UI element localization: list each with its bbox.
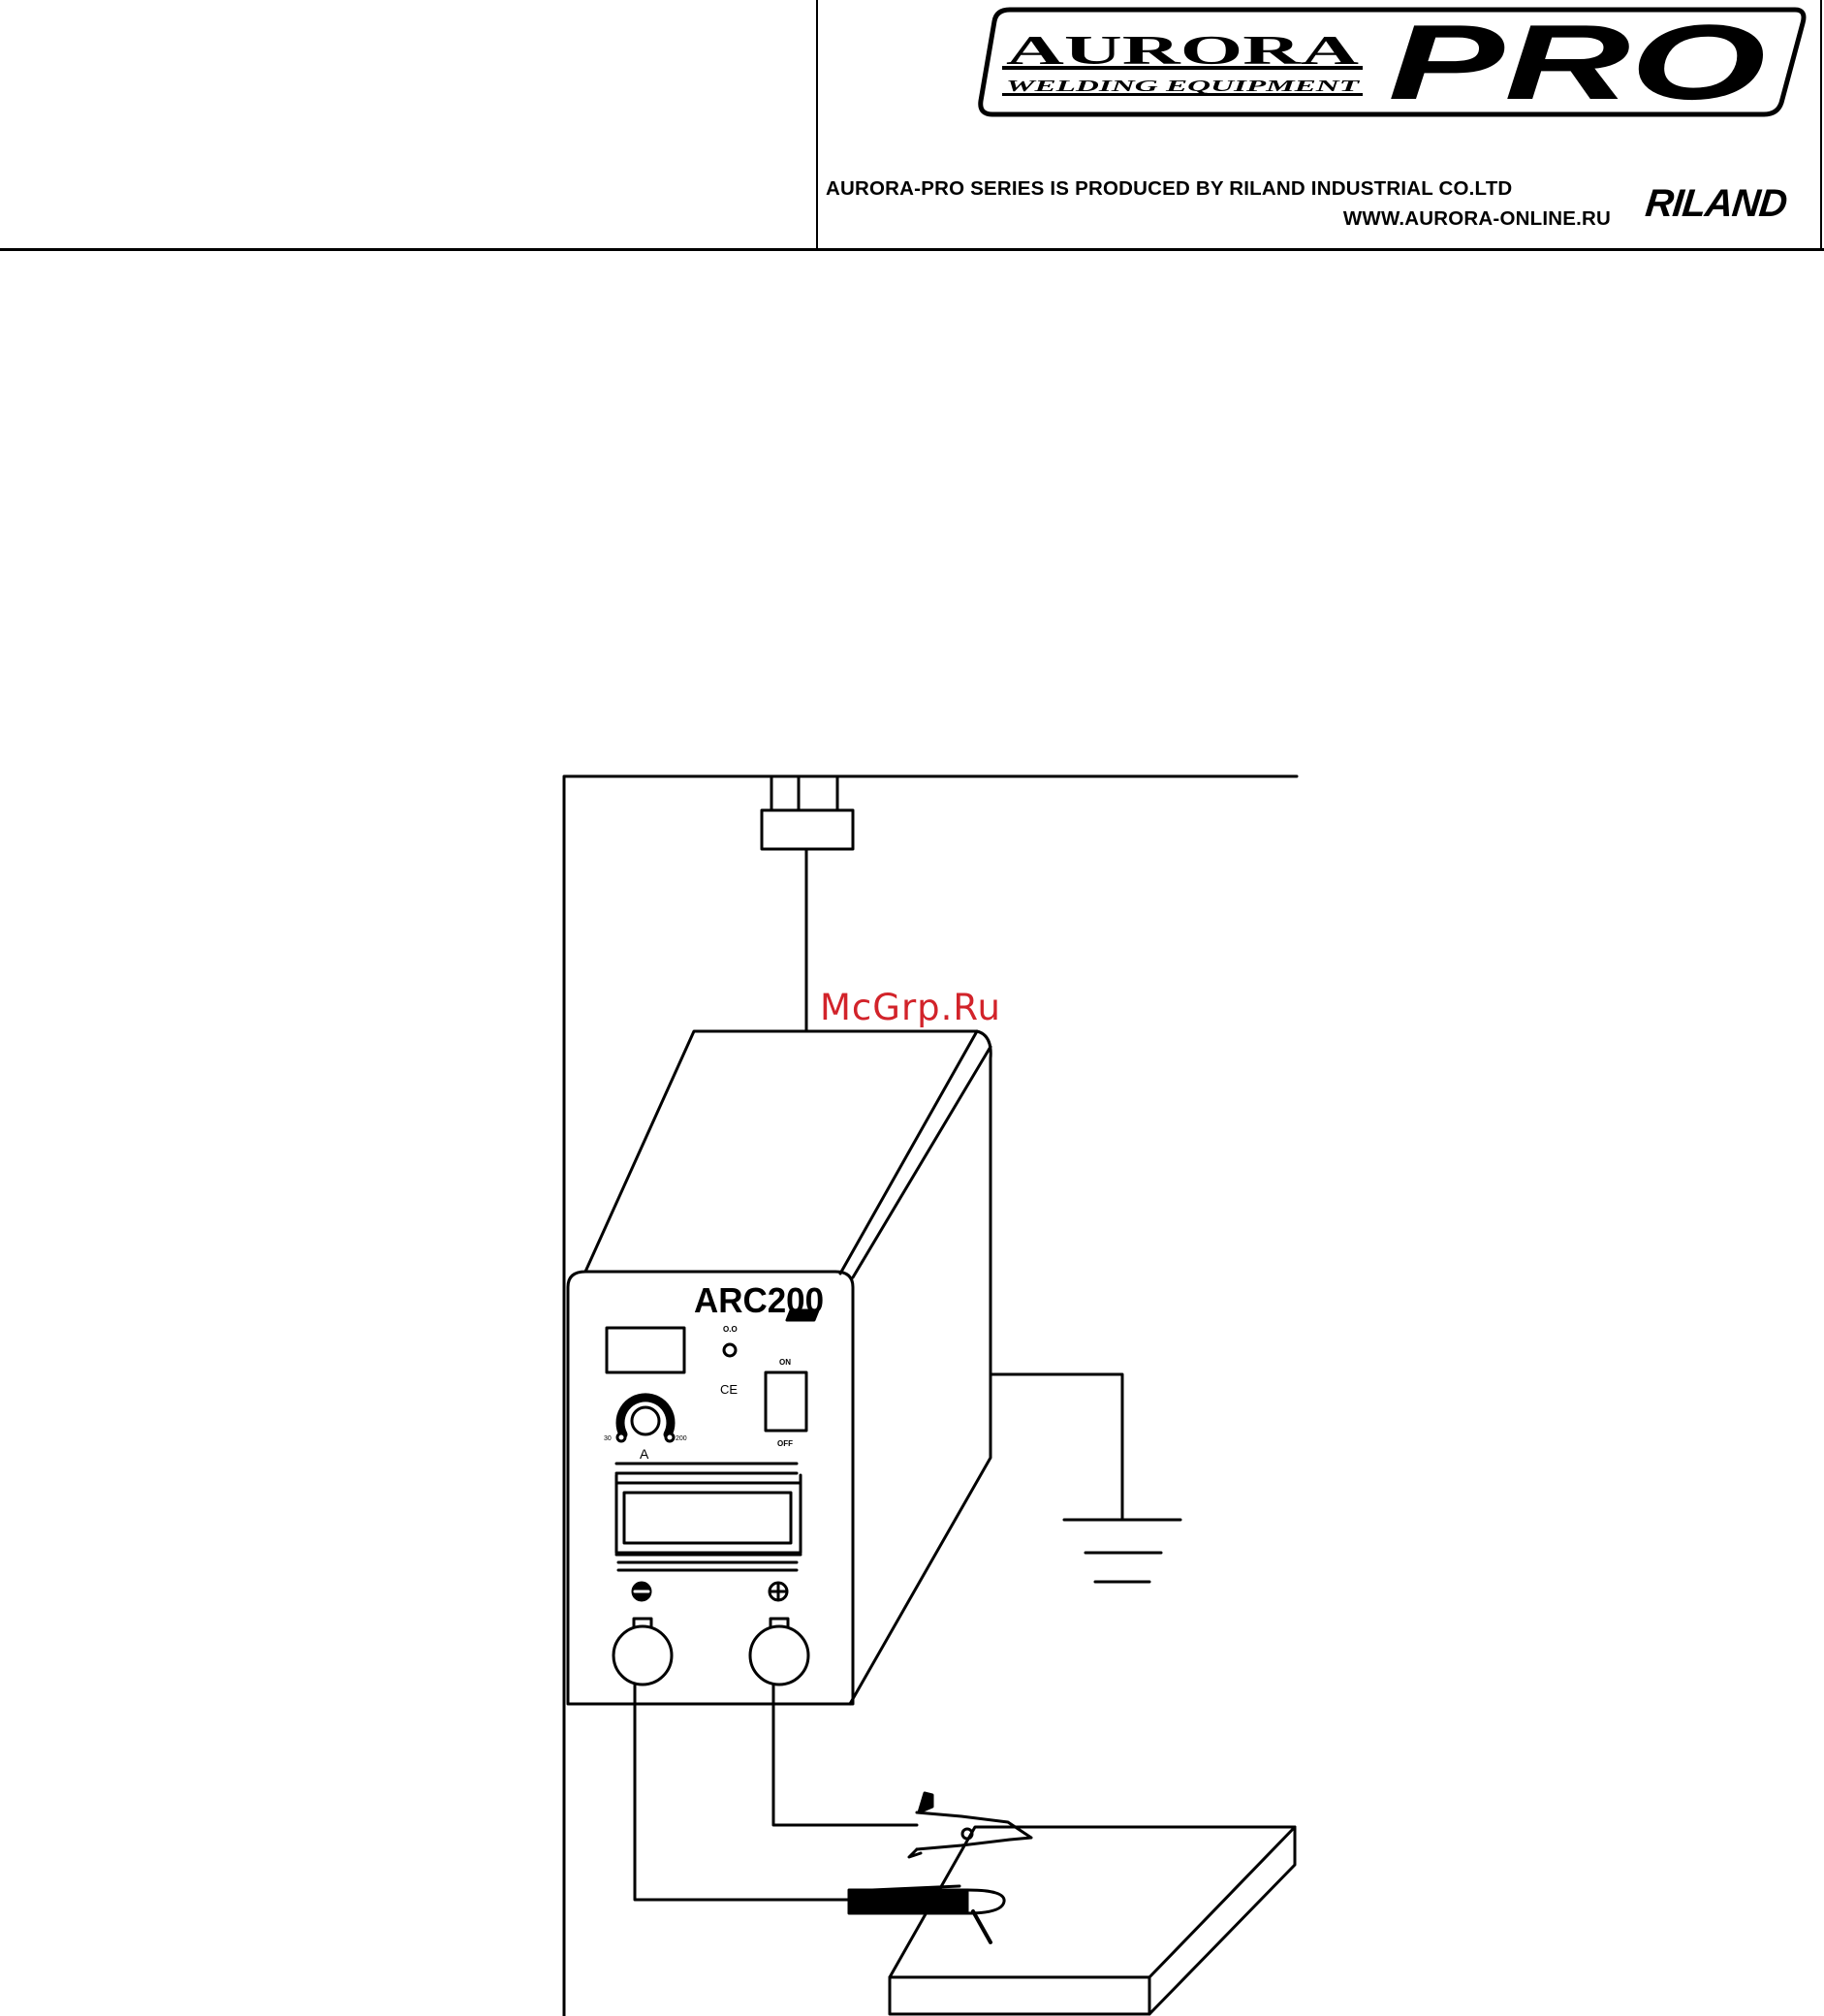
work-cable [773,1685,917,1825]
current-dial [632,1407,659,1434]
figure-frame [564,776,1297,2016]
power-plug [762,776,853,849]
electrode-cable [635,1685,851,1900]
watermark-text: McGrp.Ru [820,987,1001,1028]
negative-output-socket [613,1626,672,1685]
power-switch [766,1372,806,1431]
indicator-lamp [724,1344,736,1356]
current-display [607,1328,684,1372]
welder-machine [568,1031,991,1704]
dial-arc [620,1398,671,1434]
ground-symbol-icon [991,1374,1180,1582]
workpiece [890,1827,1295,2014]
vent-grille [616,1464,801,1570]
ground-clamp [909,1793,1031,1857]
positive-output-socket [750,1626,808,1685]
